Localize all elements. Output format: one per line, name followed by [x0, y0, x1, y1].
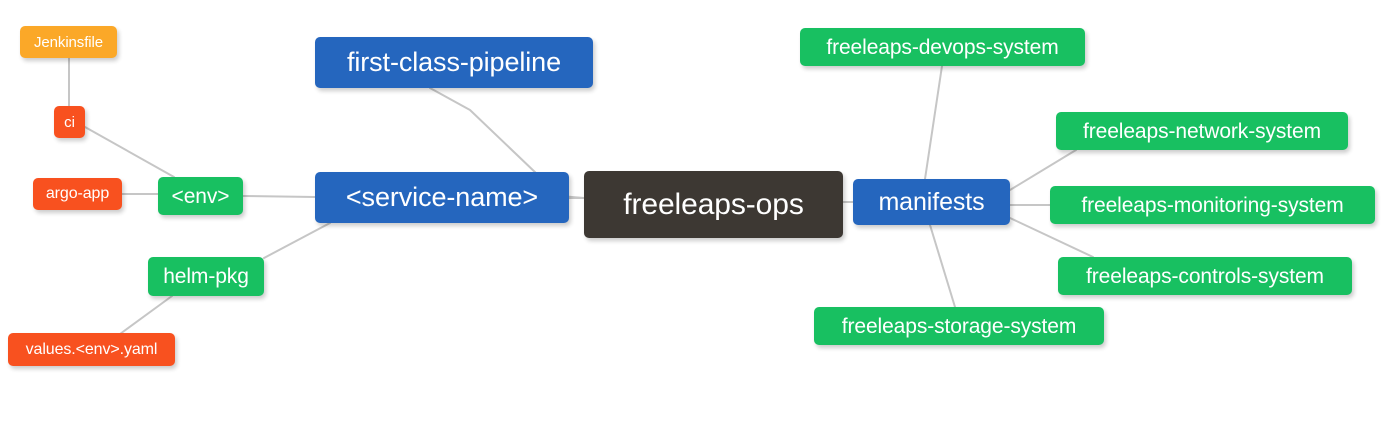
mindmap-node-label: freeleaps-monitoring-system: [1081, 193, 1344, 217]
mindmap-node-label: freeleaps-devops-system: [826, 35, 1059, 59]
mindmap-node-label: manifests: [878, 187, 985, 216]
edge-helm-pkg-to-values-yaml: [119, 295, 173, 335]
mindmap-node-root[interactable]: freeleaps-ops: [584, 171, 843, 238]
mindmap-node-label: <env>: [171, 184, 230, 208]
mindmap-node-ci[interactable]: ci: [54, 106, 85, 138]
mindmap-node-values-yaml[interactable]: values.<env>.yaml: [8, 333, 175, 366]
mindmap-node-label: first-class-pipeline: [346, 47, 562, 77]
edge-service-name-to-helm-pkg: [263, 222, 331, 259]
mindmap-node-first-class-pipeline[interactable]: first-class-pipeline: [315, 37, 593, 88]
edge-manifests-to-storage-system: [929, 224, 956, 308]
mindmap-node-label: Jenkinsfile: [34, 33, 103, 51]
mindmap-node-controls-system[interactable]: freeleaps-controls-system: [1058, 257, 1352, 295]
mindmap-node-label: freeleaps-storage-system: [841, 314, 1077, 338]
mindmap-node-label: freeleaps-ops: [623, 187, 804, 221]
edge-manifests-to-devops-system: [924, 65, 943, 180]
mindmap-node-label: freeleaps-network-system: [1082, 119, 1321, 143]
mindmap-node-label: freeleaps-controls-system: [1086, 264, 1324, 288]
mindmap-node-monitoring-system[interactable]: freeleaps-monitoring-system: [1050, 186, 1375, 224]
edge-service-name-to-env: [242, 195, 316, 198]
mindmap-node-label: helm-pkg: [163, 265, 249, 288]
mindmap-node-helm-pkg[interactable]: helm-pkg: [148, 257, 264, 296]
mindmap-node-network-system[interactable]: freeleaps-network-system: [1056, 112, 1348, 150]
mindmap-node-devops-system[interactable]: freeleaps-devops-system: [800, 28, 1085, 66]
mindmap-node-argo-app[interactable]: argo-app: [33, 178, 122, 210]
mindmap-node-label: argo-app: [45, 185, 110, 202]
edge-manifests-to-network-system: [1009, 149, 1077, 191]
mindmap-node-jenkinsfile[interactable]: Jenkinsfile: [20, 26, 117, 58]
mindmap-node-manifests[interactable]: manifests: [853, 179, 1010, 225]
mindmap-node-label: ci: [64, 113, 75, 131]
mindmap-node-env[interactable]: <env>: [158, 177, 243, 215]
mindmap-node-storage-system[interactable]: freeleaps-storage-system: [814, 307, 1104, 345]
mindmap-node-label: <service-name>: [345, 182, 539, 212]
edge-env-to-ci: [84, 126, 175, 178]
mindmap-node-service-name[interactable]: <service-name>: [315, 172, 569, 223]
mindmap-node-label: values.<env>.yaml: [25, 340, 158, 358]
